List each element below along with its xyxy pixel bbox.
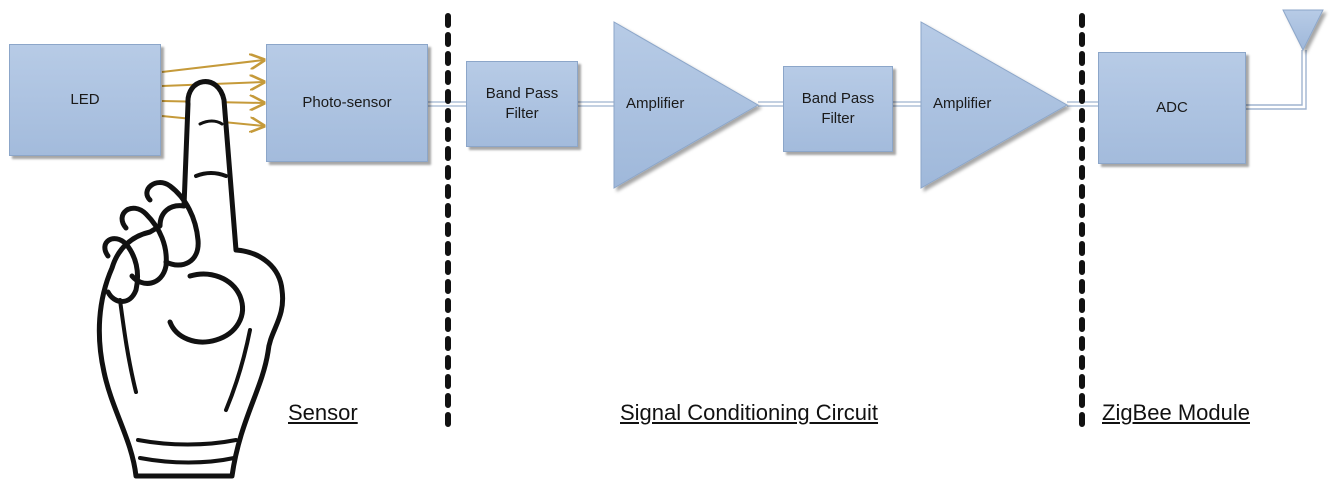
led-block: LED <box>9 44 161 156</box>
band-pass-filter-2-label: Band Pass Filter <box>801 90 875 127</box>
amplifier-1-triangle <box>613 21 760 189</box>
band-pass-filter-2-block: Band Pass Filter <box>783 66 893 152</box>
led-label: LED <box>70 91 100 108</box>
connection-wires <box>428 50 1307 110</box>
section-label-sensor: Sensor <box>288 400 358 425</box>
photo-sensor-label: Photo-sensor <box>302 94 392 111</box>
band-pass-filter-1-block: Band Pass Filter <box>466 61 578 147</box>
amplifier-1-label: Amplifier <box>626 95 685 112</box>
finger-icon <box>96 79 286 479</box>
arrow-icon <box>161 60 264 73</box>
amplifier-2-triangle <box>920 21 1069 189</box>
band-pass-filter-1-label: Band Pass Filter <box>485 85 559 122</box>
adc-label: ADC <box>1156 99 1188 116</box>
photo-sensor-block: Photo-sensor <box>266 44 428 162</box>
section-label-signal-conditioning: Signal Conditioning Circuit <box>620 400 879 425</box>
adc-block: ADC <box>1098 52 1246 164</box>
section-label-zigbee: ZigBee Module <box>1102 400 1250 425</box>
antenna-icon <box>1282 9 1324 52</box>
amplifier-2-label: Amplifier <box>933 95 992 112</box>
